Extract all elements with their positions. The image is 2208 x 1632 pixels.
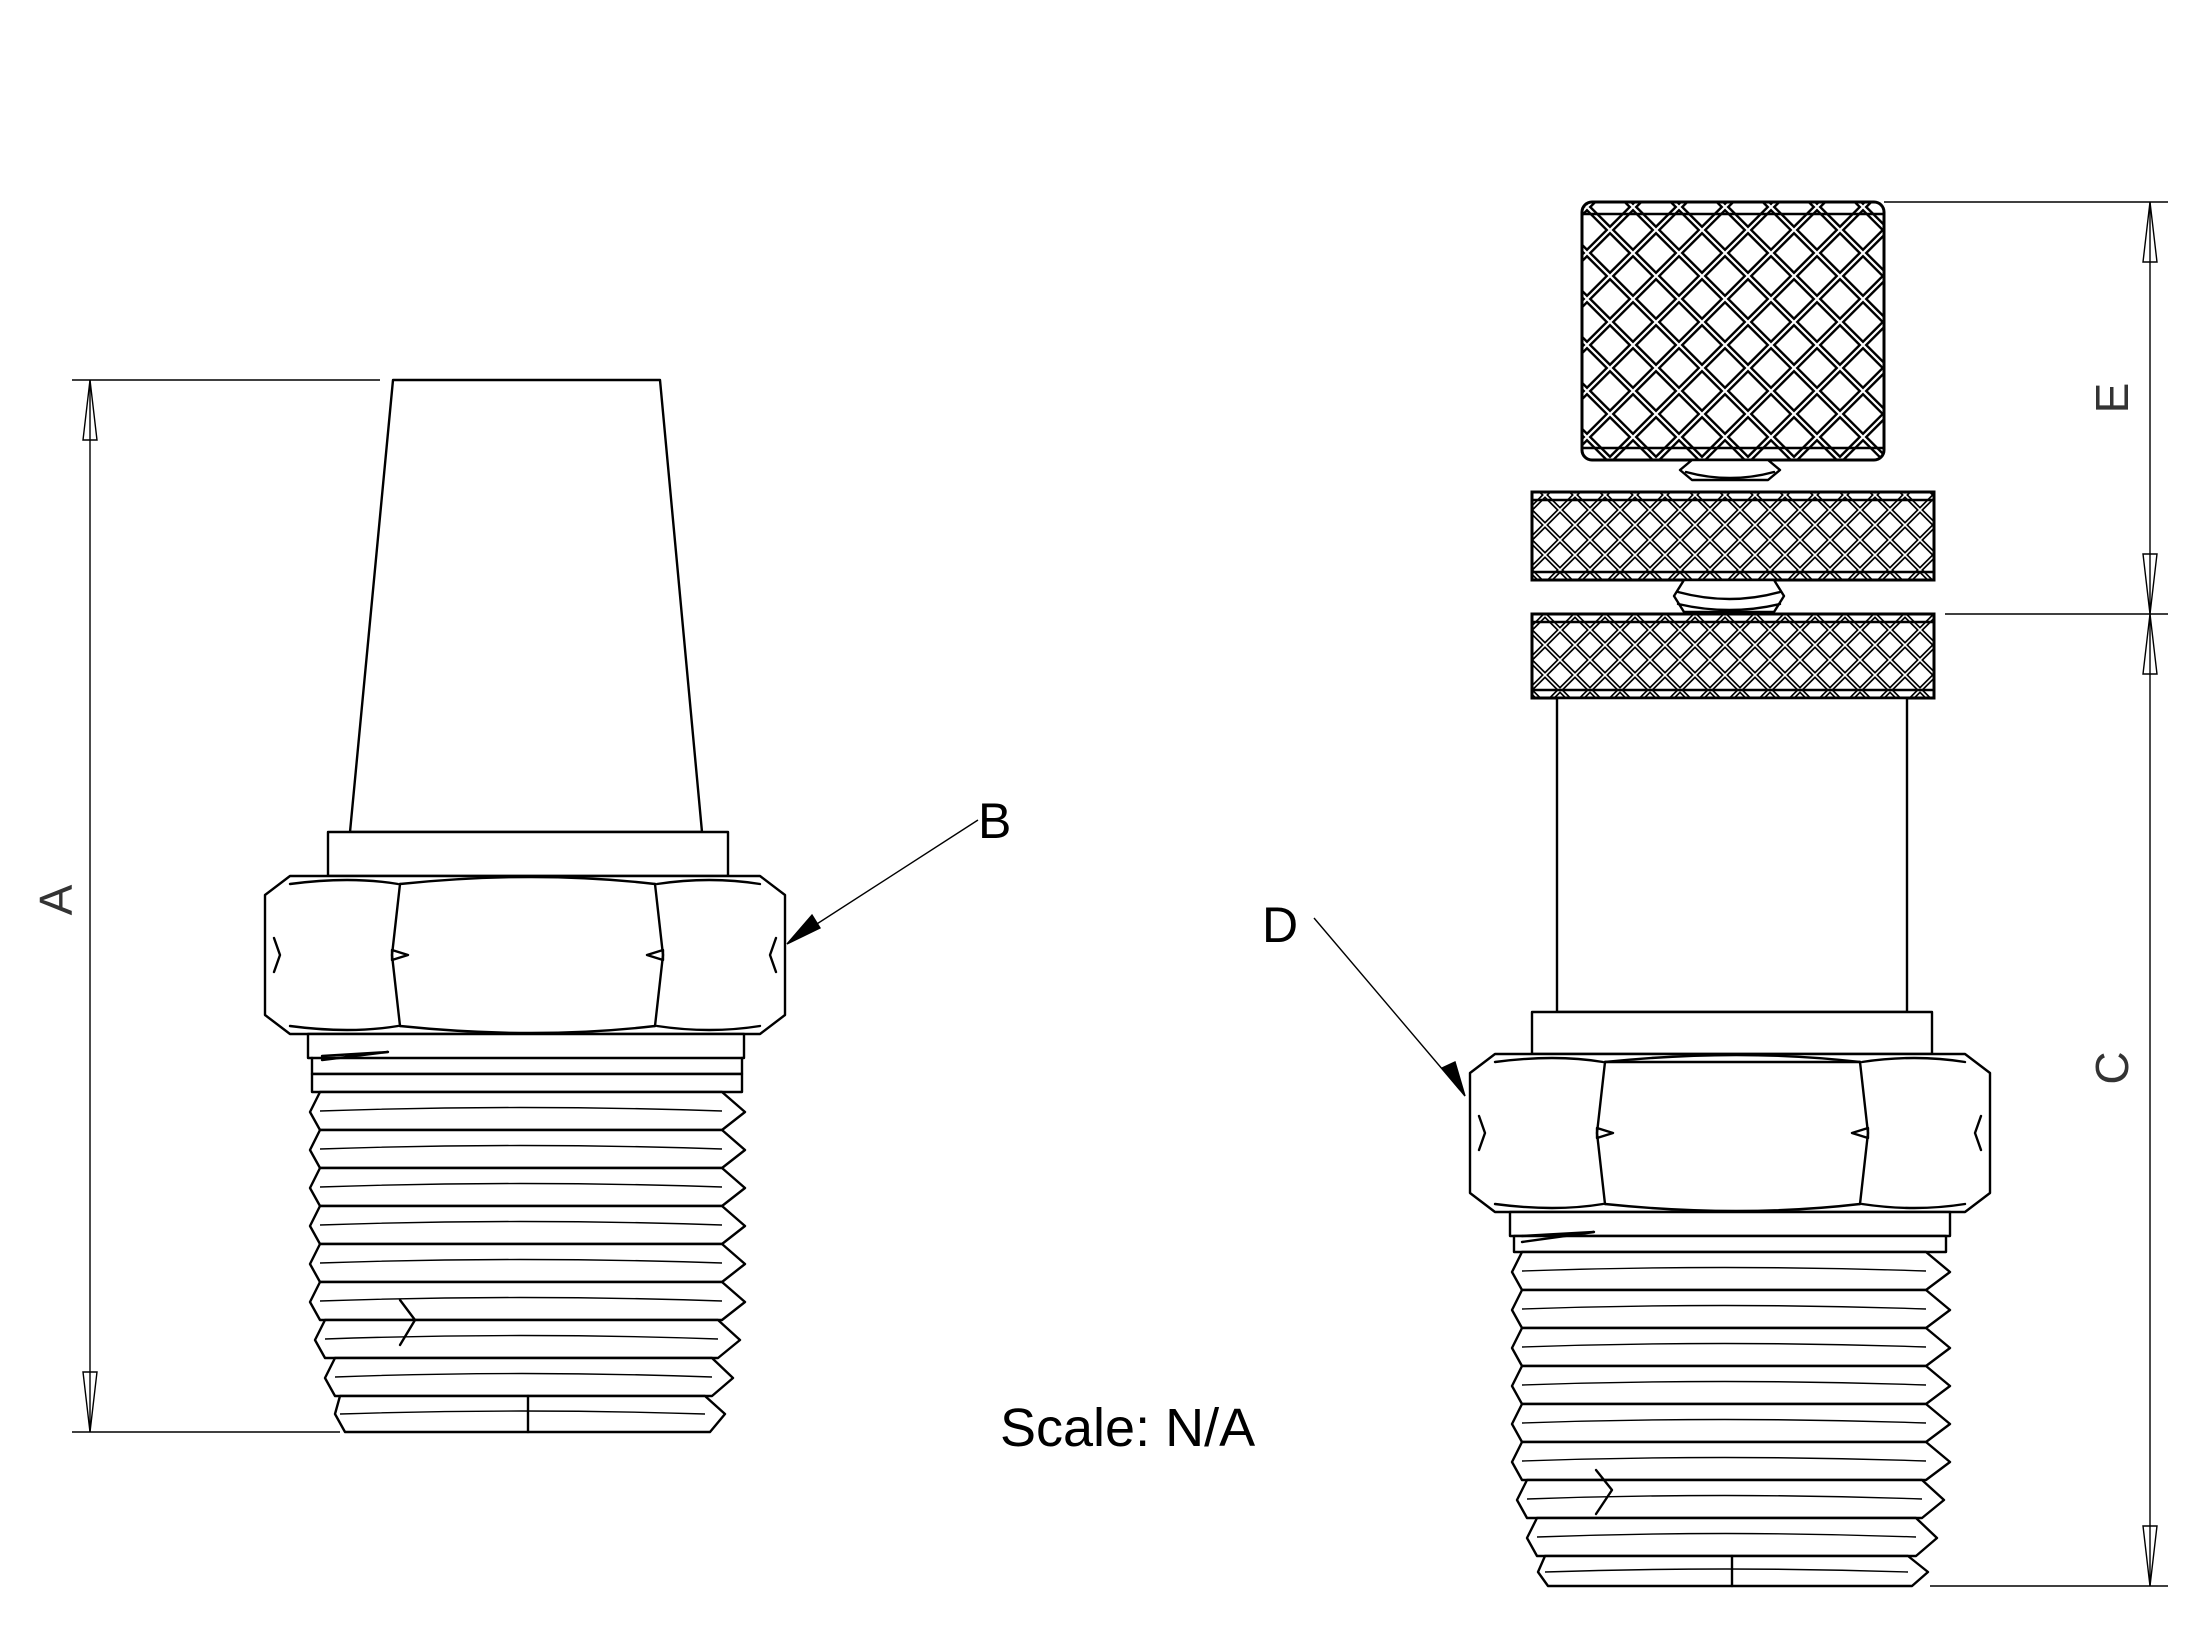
dimension-e: E <box>1884 201 2168 615</box>
dimension-a: A <box>30 379 380 1433</box>
left-tapered-element <box>348 378 704 834</box>
left-hex-nut <box>263 874 787 1036</box>
right-lock-nut-lower <box>1530 612 1936 700</box>
callout-b: B <box>786 793 1011 945</box>
right-adjust-screw-upper <box>1678 458 1782 482</box>
callout-d-label: D <box>1262 897 1298 953</box>
scale-label: Scale: N/A <box>1000 1398 1255 1458</box>
right-adjust-screw-lower <box>1672 578 1786 614</box>
left-silencer <box>263 378 787 1434</box>
dim-a-label: A <box>30 884 82 915</box>
right-collar <box>1530 1010 1934 1056</box>
dimension-c: C <box>1930 613 2168 1587</box>
right-hex-nut <box>1468 1052 1992 1214</box>
callout-b-label: B <box>978 793 1011 849</box>
dim-c-label: C <box>2086 1051 2138 1084</box>
left-thread <box>306 1032 747 1434</box>
right-knurled-knob <box>1580 200 1886 462</box>
right-adjustable-silencer <box>1468 200 1992 1588</box>
right-lock-nut-upper <box>1530 490 1936 582</box>
right-thread <box>1508 1210 1952 1588</box>
left-collar <box>326 830 730 878</box>
right-cylinder <box>1555 696 1909 1014</box>
callout-d: D <box>1262 897 1466 1097</box>
dim-e-label: E <box>2086 383 2138 414</box>
